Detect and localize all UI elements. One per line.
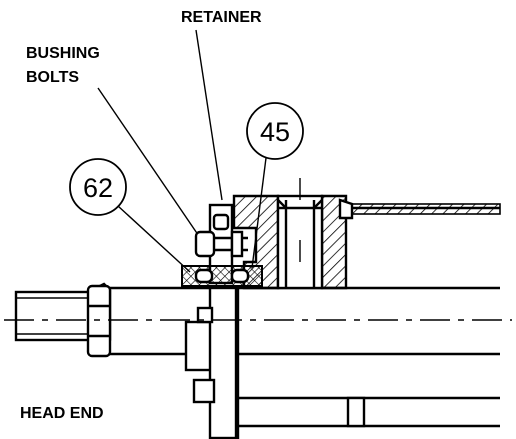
- rod-bushing-seal: [181, 265, 263, 287]
- piston-rod: [108, 286, 500, 356]
- head-end-label: HEAD END: [20, 405, 104, 422]
- callout-45: 45: [246, 102, 304, 269]
- head-block: [184, 286, 240, 439]
- callout-62: 62: [69, 158, 191, 273]
- retainer-leader: [195, 29, 223, 201]
- tie-rod: [236, 396, 500, 428]
- callout-62-leader: [117, 205, 191, 273]
- bushing-bolt: [194, 230, 248, 258]
- retainer-label: RETAINER: [181, 9, 262, 26]
- rod-hex-nut: [86, 284, 112, 358]
- bushing-label: BUSHING: [26, 45, 100, 62]
- callout-45-number: 45: [260, 117, 290, 147]
- bolts-label: BOLTS: [26, 69, 79, 86]
- callout-62-number: 62: [83, 173, 113, 203]
- bushing-bolts-leader: [97, 87, 206, 246]
- cylinder-tube: [338, 198, 501, 220]
